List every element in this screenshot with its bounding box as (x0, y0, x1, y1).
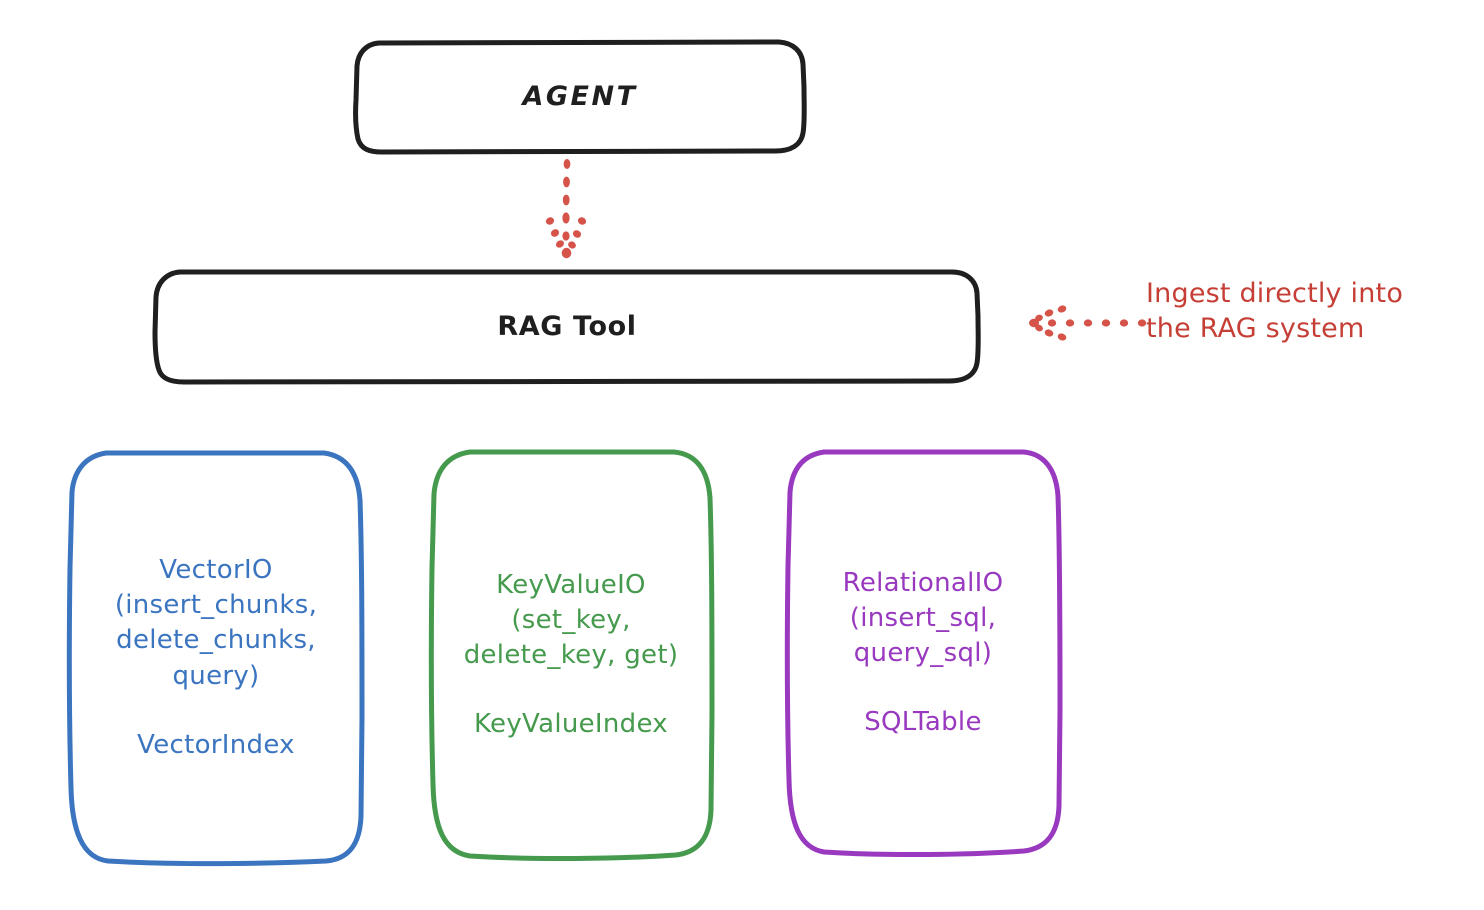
vector-io-node[interactable]: VectorIO (insert_chunks, delete_chunks, … (66, 448, 366, 868)
key-value-io-index-label: KeyValueIndex (473, 709, 668, 740)
agent-to-rag-tool-arrow (545, 159, 587, 259)
rag-tool-node[interactable]: RAG Tool (152, 268, 982, 386)
vector-io-api-label: VectorIO (insert_chunks, delete_chunks, … (114, 555, 318, 691)
agent-node[interactable]: AGENT (352, 38, 808, 156)
rag-tool-label: RAG Tool (497, 310, 637, 342)
key-value-io-node[interactable]: KeyValueIO (set_key, delete_key, get) Ke… (426, 448, 716, 862)
vector-io-index-label: VectorIndex (137, 729, 295, 760)
relational-io-api-label: RelationalIO (insert_sql, query_sql) (842, 567, 1004, 668)
ingest-annotation-text: Ingest directly into the RAG system (1146, 278, 1404, 345)
relational-io-index-label: SQLTable (864, 707, 982, 738)
agent-label: AGENT (522, 80, 638, 112)
ingest-into-rag-arrow (1029, 305, 1147, 341)
relational-io-node[interactable]: RelationalIO (insert_sql, query_sql) SQL… (782, 448, 1064, 858)
key-value-io-api-label: KeyValueIO (set_key, delete_key, get) (463, 569, 679, 670)
